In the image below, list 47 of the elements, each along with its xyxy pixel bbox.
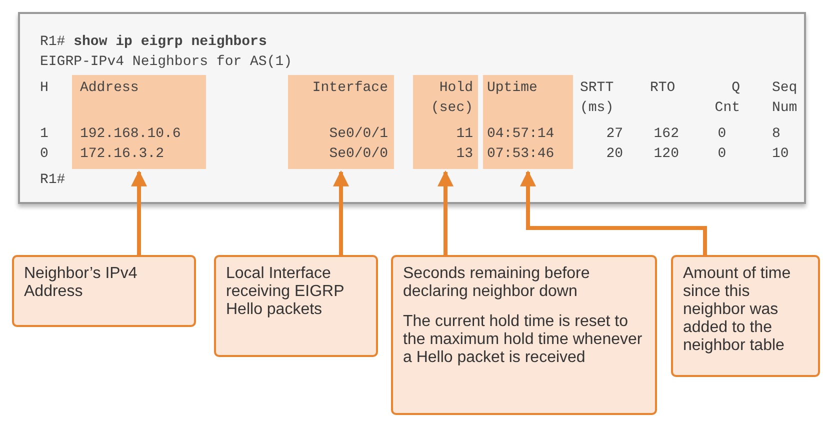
callout-box [214, 255, 378, 357]
column-header: H [40, 79, 48, 98]
table-cell-text: 0 [716, 145, 728, 164]
callout-text: Local Interface receiving EIGRP Hello packets [226, 265, 345, 319]
column-header: Q Cnt [714, 79, 740, 118]
table-cell-text: 13 [456, 145, 473, 164]
table-cell-text: 192.168.10.6 [80, 125, 181, 144]
callout-text: The current hold time is reset to the maximum hold time whenever a Hello packet is received [403, 313, 644, 367]
table-cell-text: 07:53:46 [487, 145, 554, 164]
prompt: R1# [40, 171, 66, 190]
table-cell-text: 1 [40, 125, 48, 144]
table-cell-text: 27 [606, 125, 623, 144]
table-cell-text: 162 [654, 125, 679, 144]
table-cell-text: 120 [654, 145, 679, 164]
callout-text: Seconds remaining before declaring neighbor down [403, 265, 591, 301]
column-header: RTO [650, 79, 676, 98]
column-header: SRTT (ms) [580, 79, 614, 118]
callout-text: Amount of time since this neighbor was added to the neighbor table [683, 265, 792, 355]
column-header: Uptime [487, 79, 538, 98]
column-header: Address [80, 79, 139, 98]
column-highlight [288, 75, 394, 169]
column-highlight [72, 75, 206, 169]
table-cell-text: 10 [772, 145, 789, 164]
table-cell-text: 04:57:14 [487, 125, 554, 144]
callout-box [12, 255, 196, 327]
callout-box [391, 255, 657, 415]
table-cell-text: 20 [606, 145, 623, 164]
callout-text: Neighbor’s IPv4 Address [24, 265, 138, 301]
table-cell-text: 8 [772, 125, 780, 144]
table-cell-text: Se0/0/0 [329, 145, 388, 164]
callout-box [671, 255, 820, 377]
table-cell-text: Se0/0/1 [329, 125, 388, 144]
table-cell-text: 0 [40, 145, 48, 164]
table-cell-text: 172.16.3.2 [80, 145, 164, 164]
output-heading: EIGRP-IPv4 Neighbors for AS(1) [40, 53, 292, 72]
column-header: Hold (sec) [431, 79, 473, 118]
arrow [520, 170, 707, 255]
arrow [438, 170, 454, 255]
column-header: Seq Num [772, 79, 798, 118]
arrow [333, 170, 349, 255]
column-header: Interface [312, 79, 388, 98]
command-line: R1# show ip eigrp neighbors [40, 33, 267, 52]
table-cell-text: 11 [456, 125, 473, 144]
arrow [131, 170, 147, 255]
column-highlight [483, 75, 573, 169]
table-cell-text: 0 [716, 125, 728, 144]
column-highlight [413, 75, 478, 169]
